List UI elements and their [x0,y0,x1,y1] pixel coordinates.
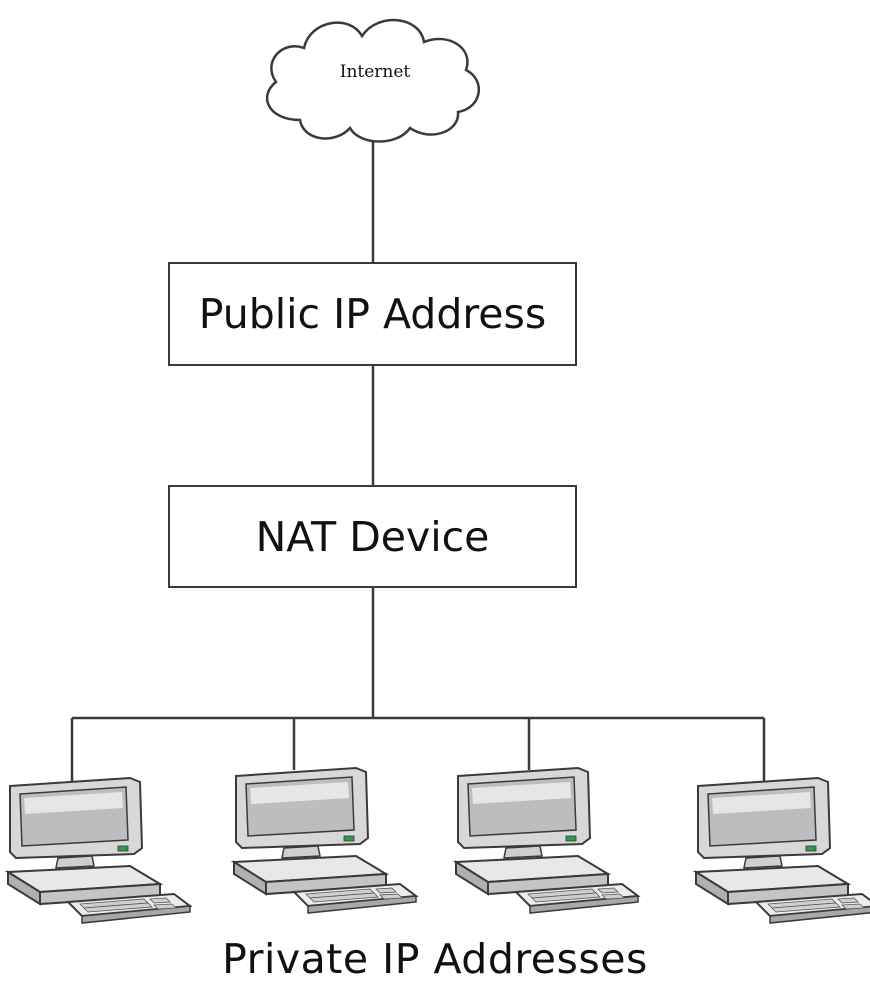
computer-1-icon [7,777,191,924]
computer-3-icon [455,767,639,914]
computers [7,767,870,924]
public-ip-address-label: Public IP Address [198,290,547,338]
nat-device-label: NAT Device [255,512,490,561]
nat-device-box: NAT Device [168,485,577,588]
connector-lines [70,140,766,782]
public-ip-address-box: Public IP Address [168,262,577,366]
private-ip-addresses-caption: Private IP Addresses [222,935,648,983]
internet-label: Internet [339,62,411,82]
computer-4-icon [695,777,870,924]
computer-2-icon [233,767,417,914]
internet-cloud-icon [265,19,481,143]
